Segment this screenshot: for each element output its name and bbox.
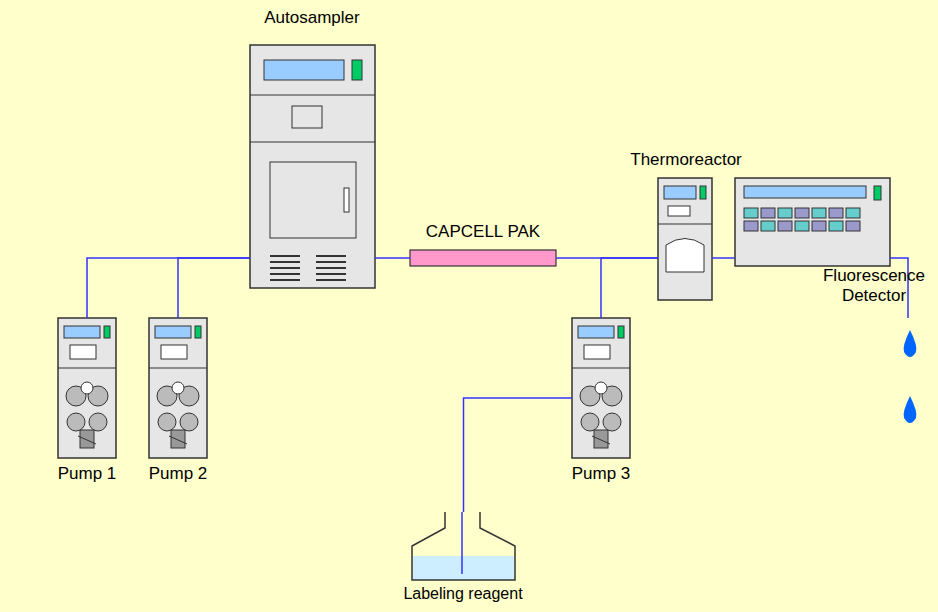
thermoreactor-body [658,178,712,300]
reagent-node: Labeling reagent [412,512,515,580]
thermoreactor-body [664,186,696,199]
tubing-line [375,257,410,259]
tubing-line [712,257,735,259]
detector-body [744,208,758,218]
reagent-bottle [413,556,514,580]
autosampler-body [270,256,346,280]
detector-body [761,221,775,231]
detector-body [829,208,843,218]
thermoreactor-body [666,239,704,273]
detector-body [795,221,809,231]
detector-body [812,208,826,218]
detector-body [735,178,890,266]
autosampler-body [316,261,346,263]
thermoreactor-node: Thermoreactor [658,178,712,300]
column-tube [410,250,556,266]
detector-body [744,208,860,231]
autosampler-body [250,45,375,288]
thermoreactor-body [658,178,712,300]
waste-outlet [904,330,917,357]
device-label: Pump 3 [572,464,631,484]
detector-node: Fluorescence Detector [735,178,890,266]
detector-body [744,221,758,231]
detector-body [846,221,860,231]
autosampler-body [344,188,349,212]
tubing-line [464,398,573,512]
thermoreactor-body [658,224,712,225]
detector-body [761,208,775,218]
autosampler-body [316,255,346,257]
reagent-bottle [412,512,515,580]
autosampler-body [250,95,375,96]
pump-node: Pump 3 [572,318,630,458]
device-label: Fluorescence Detector [814,266,934,306]
detector-body [735,178,890,266]
autosampler-body [270,267,300,269]
device-label: Labeling reagent [403,584,522,604]
tubing-line [178,258,250,318]
pump-node: Pump 1 [58,318,116,458]
tubing-line [87,258,250,318]
pump-body [58,318,116,458]
autosampler-body [270,261,300,263]
device-label: Autosampler [264,8,359,28]
device-label: CAPCELL PAK [426,222,540,242]
autosampler-body [270,162,356,238]
autosampler-body [250,142,375,143]
device-label: Pump 1 [58,464,117,484]
device-label: Thermoreactor [630,150,741,170]
thermoreactor-body [700,186,706,199]
column-node: CAPCELL PAK [410,250,556,266]
detector-body [778,208,792,218]
pump-node: Pump 2 [149,318,207,458]
reagent-bottle [461,512,463,574]
autosampler-node: Autosampler [250,45,375,288]
autosampler-body [270,255,300,257]
thermoreactor-body [668,206,690,216]
reagent-bottle [412,512,515,580]
autosampler-body [316,267,346,269]
autosampler-body [264,60,344,80]
tubing-line [601,258,658,318]
autosampler-body [352,60,362,80]
pump-body [149,318,207,458]
waste-outlet [904,396,917,423]
detector-body [874,186,881,200]
pump-body [572,318,630,458]
autosampler-body [292,106,322,128]
autosampler-body [316,273,346,275]
detector-body [812,221,826,231]
detector-body [795,208,809,218]
detector-body [829,221,843,231]
device-label: Pump 2 [149,464,208,484]
autosampler-body [250,45,375,288]
autosampler-body [270,273,300,275]
detector-body [744,186,866,198]
detector-body [846,208,860,218]
autosampler-body [270,279,300,281]
autosampler-body [316,279,346,281]
detector-body [778,221,792,231]
